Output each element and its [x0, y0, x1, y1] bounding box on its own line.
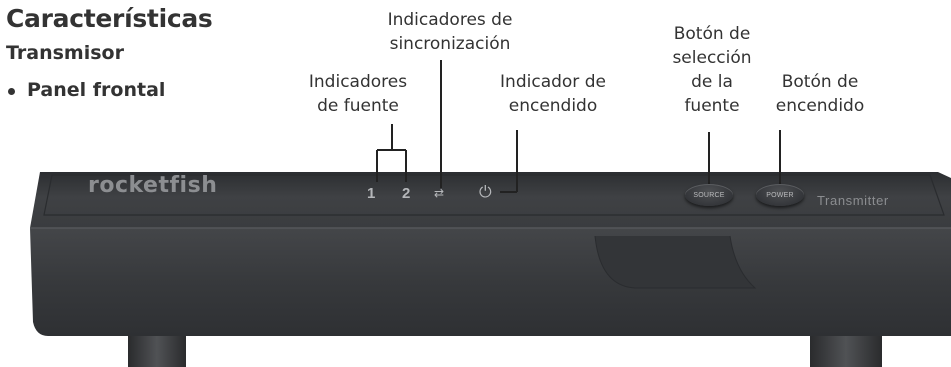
brand-logo: rocketfish — [88, 173, 218, 198]
callout-source-select-button: Botón de selección de la fuente — [672, 24, 752, 116]
power-indicator-icon: ⏻ — [479, 182, 492, 201]
bullet-label: Panel frontal — [27, 79, 166, 101]
model-label: Transmitter — [817, 193, 889, 208]
section-subtitle: Transmisor — [6, 42, 124, 64]
callout-sync-indicators: Indicadores de sincronización — [387, 10, 513, 54]
bullet-dot-icon — [8, 88, 15, 95]
bullet-item: Panel frontal — [6, 79, 165, 101]
callout-source-indicators: Indicadores de fuente — [308, 72, 408, 116]
sync-icon: ⇄ — [434, 186, 445, 200]
callout-power-button: Botón de encendido — [775, 72, 865, 116]
power-button[interactable]: POWER — [756, 184, 804, 206]
callout-power-indicator: Indicador de encendido — [500, 72, 606, 116]
source-indicator-2: 2 — [402, 185, 411, 202]
page-title: Características — [6, 4, 213, 33]
source-button[interactable]: SOURCE — [685, 184, 733, 206]
source-indicator-1: 1 — [367, 185, 376, 202]
